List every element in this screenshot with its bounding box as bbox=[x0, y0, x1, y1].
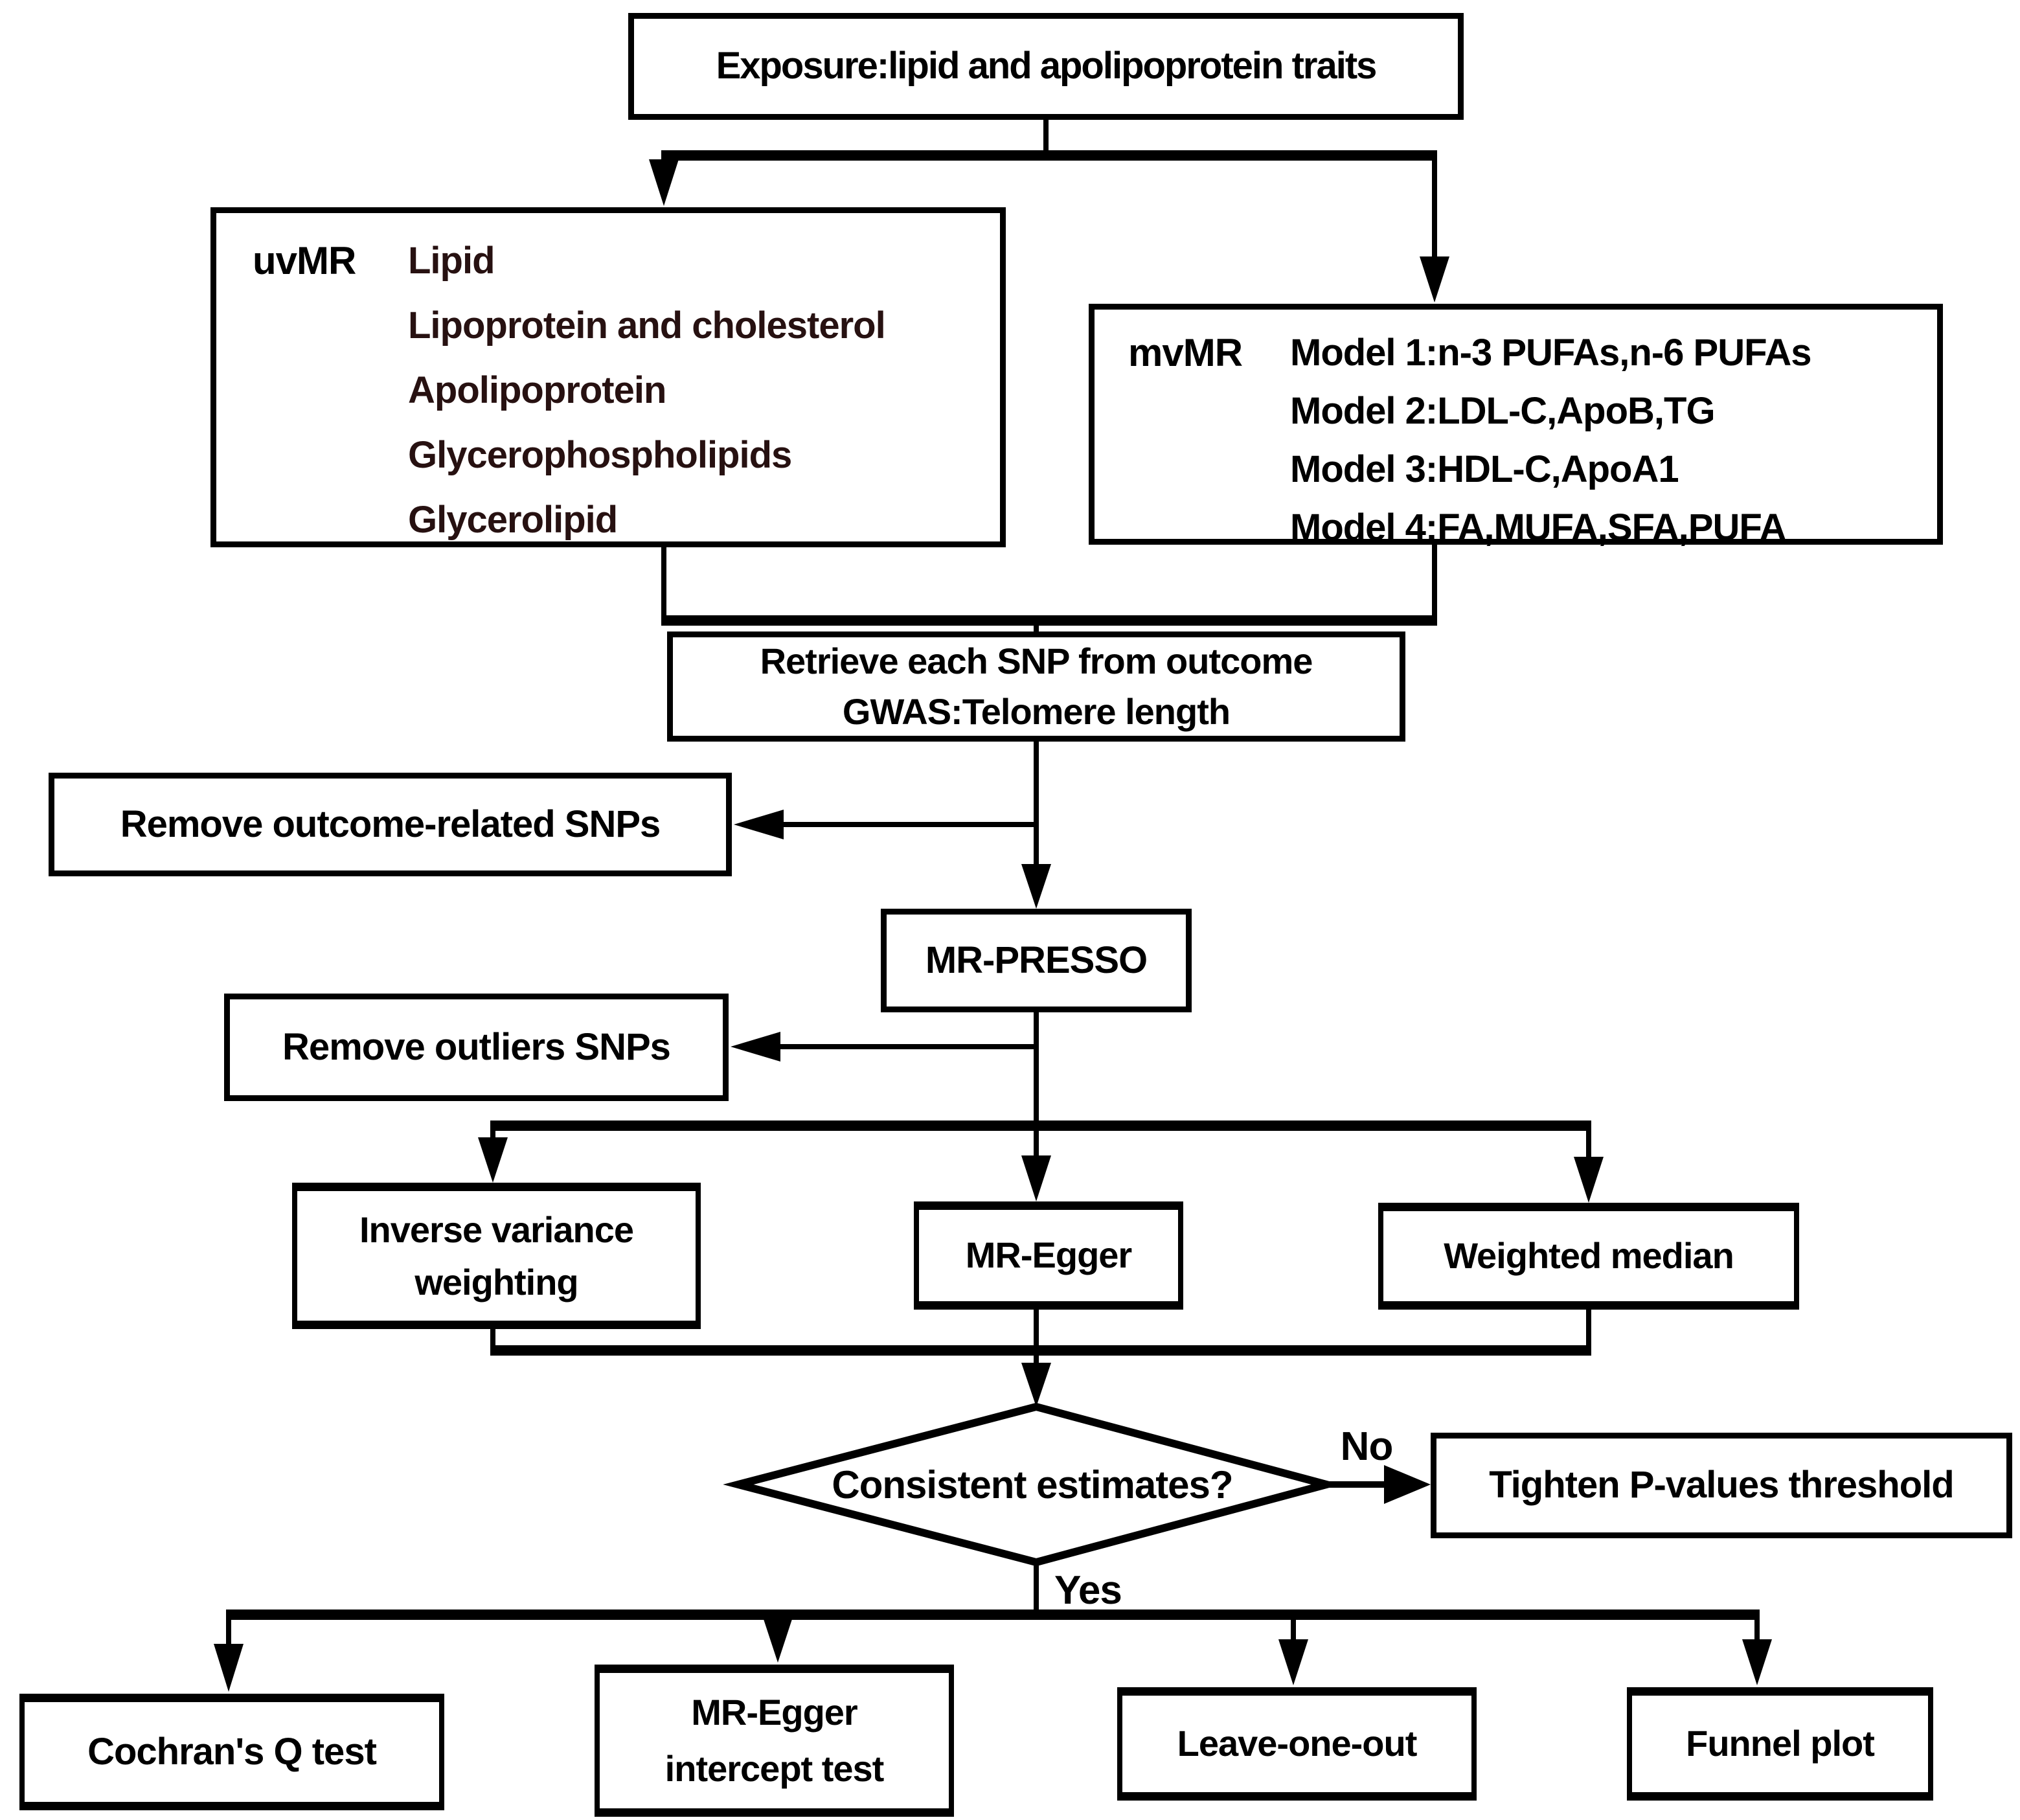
uvmr-item-list: Lipid Lipoprotein and cholesterol Apolip… bbox=[408, 229, 1000, 541]
remove-outliers-node: Remove outliers SNPs bbox=[224, 994, 729, 1101]
yes-branch-label: Yes bbox=[1054, 1568, 1122, 1613]
exposure-label: Exposure:lipid and apolipoprotein traits bbox=[716, 45, 1378, 87]
uvmr-item: Apolipoprotein bbox=[408, 369, 666, 411]
retrieve-snp-node: Retrieve each SNP from outcome GWAS:Telo… bbox=[667, 631, 1405, 742]
arrowhead-into-mvmr bbox=[1420, 256, 1449, 302]
inverse-variance-weighting-node: Inverse variance weighting bbox=[292, 1183, 701, 1329]
remove-outcome-label: Remove outcome-related SNPs bbox=[120, 802, 661, 845]
tighten-pvalues-node: Tighten P-values threshold bbox=[1431, 1433, 2012, 1538]
mr-egger-node: MR-Egger bbox=[914, 1201, 1183, 1310]
mr-presso-node: MR-PRESSO bbox=[881, 909, 1192, 1012]
exposure-node: Exposure:lipid and apolipoprotein traits bbox=[628, 13, 1464, 120]
arrowhead-into-uvmr bbox=[649, 159, 679, 206]
mvmr-node: mvMR Model 1:n-3 PUFAs,n-6 PUFAs Model 2… bbox=[1089, 304, 1943, 549]
uvmr-item: Lipoprotein and cholesterol bbox=[408, 304, 886, 347]
mr-egger-intercept-node: MR-Egger intercept test bbox=[595, 1665, 954, 1817]
mvmr-item: Model 4:FA,MUFA,SFA,PUFA bbox=[1290, 506, 1787, 549]
mvmr-item: Model 1:n-3 PUFAs,n-6 PUFAs bbox=[1290, 332, 1811, 374]
mr-presso-label: MR-PRESSO bbox=[925, 938, 1148, 981]
retrieve-line1: Retrieve each SNP from outcome bbox=[760, 640, 1313, 681]
leave-one-out-label: Leave-one-out bbox=[1177, 1723, 1418, 1764]
arrowhead-into-leave-one-out bbox=[1278, 1639, 1308, 1685]
arrowhead-into-weighted-median bbox=[1574, 1157, 1604, 1203]
mvmr-item-list: Model 1:n-3 PUFAs,n-6 PUFAs Model 2:LDL-… bbox=[1290, 324, 1937, 549]
ivw-line1: Inverse variance bbox=[359, 1209, 634, 1250]
arrowhead-into-remove-outliers bbox=[731, 1032, 780, 1062]
arrowhead-into-decision bbox=[1021, 1363, 1051, 1407]
remove-outliers-label: Remove outliers SNPs bbox=[282, 1025, 671, 1068]
arrowhead-into-mrpresso bbox=[1021, 864, 1051, 909]
arrowhead-into-cochran bbox=[214, 1644, 244, 1692]
arrowhead-into-egger-intercept bbox=[763, 1617, 793, 1663]
mr-egger-label: MR-Egger bbox=[965, 1234, 1132, 1276]
decision-label: Consistent estimates? bbox=[832, 1463, 1233, 1507]
cochran-q-test-node: Cochran's Q test bbox=[19, 1694, 444, 1810]
funnel-plot-label: Funnel plot bbox=[1686, 1723, 1875, 1764]
arrowhead-into-tighten bbox=[1384, 1465, 1431, 1504]
remove-outcome-node: Remove outcome-related SNPs bbox=[49, 773, 732, 876]
leave-one-out-node: Leave-one-out bbox=[1117, 1687, 1477, 1801]
weighted-median-node: Weighted median bbox=[1378, 1203, 1799, 1310]
arrowhead-into-funnel bbox=[1742, 1639, 1772, 1685]
arrowhead-into-remove-outcome bbox=[734, 810, 784, 839]
uvmr-group-label: uvMR bbox=[253, 239, 356, 282]
uvmr-node: uvMR Lipid Lipoprotein and cholesterol A… bbox=[210, 207, 1006, 547]
mvmr-item: Model 2:LDL-C,ApoB,TG bbox=[1290, 390, 1716, 432]
egger-intercept-line1: MR-Egger bbox=[691, 1691, 857, 1733]
no-branch-label: No bbox=[1340, 1424, 1394, 1469]
weighted-median-label: Weighted median bbox=[1444, 1235, 1734, 1277]
cochran-q-test-label: Cochran's Q test bbox=[87, 1730, 377, 1773]
uvmr-item: Lipid bbox=[408, 240, 495, 282]
uvmr-item: Glycerophospholipids bbox=[408, 434, 792, 476]
egger-intercept-line2: intercept test bbox=[664, 1747, 885, 1789]
funnel-plot-node: Funnel plot bbox=[1627, 1687, 1933, 1801]
tighten-pvalues-label: Tighten P-values threshold bbox=[1489, 1464, 1954, 1507]
mvmr-group-label: mvMR bbox=[1128, 331, 1243, 374]
uvmr-item: Glycerolipid bbox=[408, 499, 618, 541]
mvmr-item: Model 3:HDL-C,ApoA1 bbox=[1290, 448, 1679, 490]
arrowhead-into-mregger bbox=[1021, 1155, 1051, 1201]
retrieve-line2: GWAS:Telomere length bbox=[842, 691, 1231, 732]
arrowhead-into-ivw bbox=[478, 1137, 508, 1183]
ivw-line2: weighting bbox=[414, 1262, 578, 1302]
